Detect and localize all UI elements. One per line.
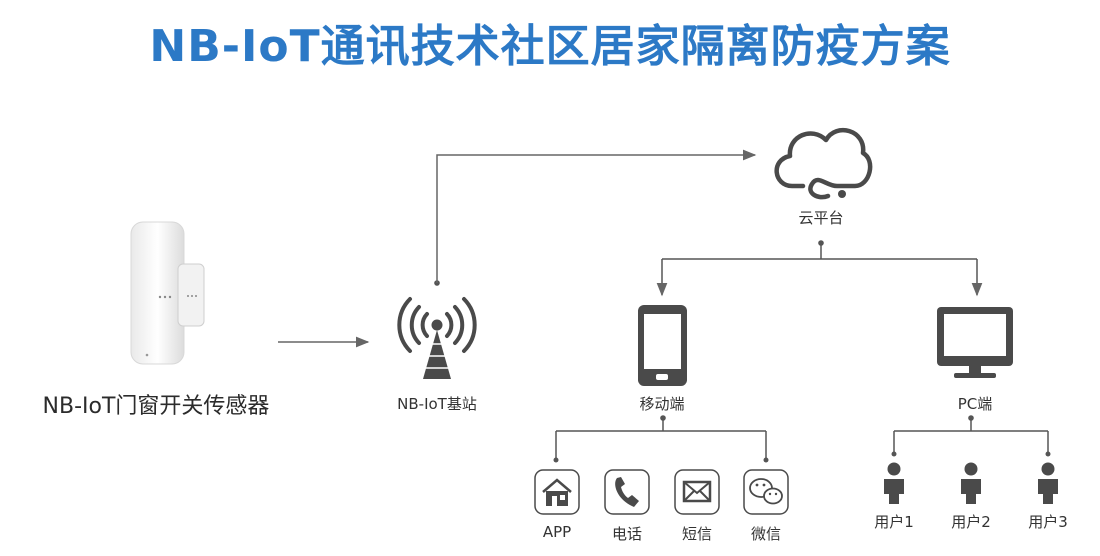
pc-label: PC端	[957, 395, 993, 413]
base-station-label: NB-IoT基站	[397, 395, 477, 413]
person-icon	[961, 462, 981, 504]
envelope-icon	[674, 469, 720, 515]
door-sensor-icon	[130, 221, 205, 365]
mobile-label: 移动端	[639, 395, 685, 413]
smartphone-icon	[638, 305, 687, 386]
user-label-1: 用户1	[874, 513, 914, 531]
monitor-icon	[937, 307, 1013, 378]
user-label-3: 用户3	[1028, 513, 1068, 531]
wechat-icon	[743, 469, 789, 515]
phone-icon	[604, 469, 650, 515]
channel-label-sms: 短信	[681, 525, 712, 543]
channel-label-phone: 电话	[611, 525, 642, 543]
cloud-label: 云平台	[798, 209, 844, 227]
user-label-2: 用户2	[951, 513, 991, 531]
person-icon	[884, 462, 904, 504]
channel-label-wechat: 微信	[750, 525, 781, 543]
person-icon	[1038, 462, 1058, 504]
antenna-tower-icon	[397, 297, 477, 379]
app-home-icon	[534, 469, 580, 515]
cloud-icon	[774, 128, 873, 200]
sensor-label: NB-IoT门窗开关传感器	[42, 394, 270, 419]
diagram-title: NB-IoT通讯技术社区居家隔离防疫方案	[149, 21, 951, 72]
channel-label-app: APP	[542, 523, 572, 541]
arrow-station-to-cloud	[436, 149, 757, 283]
